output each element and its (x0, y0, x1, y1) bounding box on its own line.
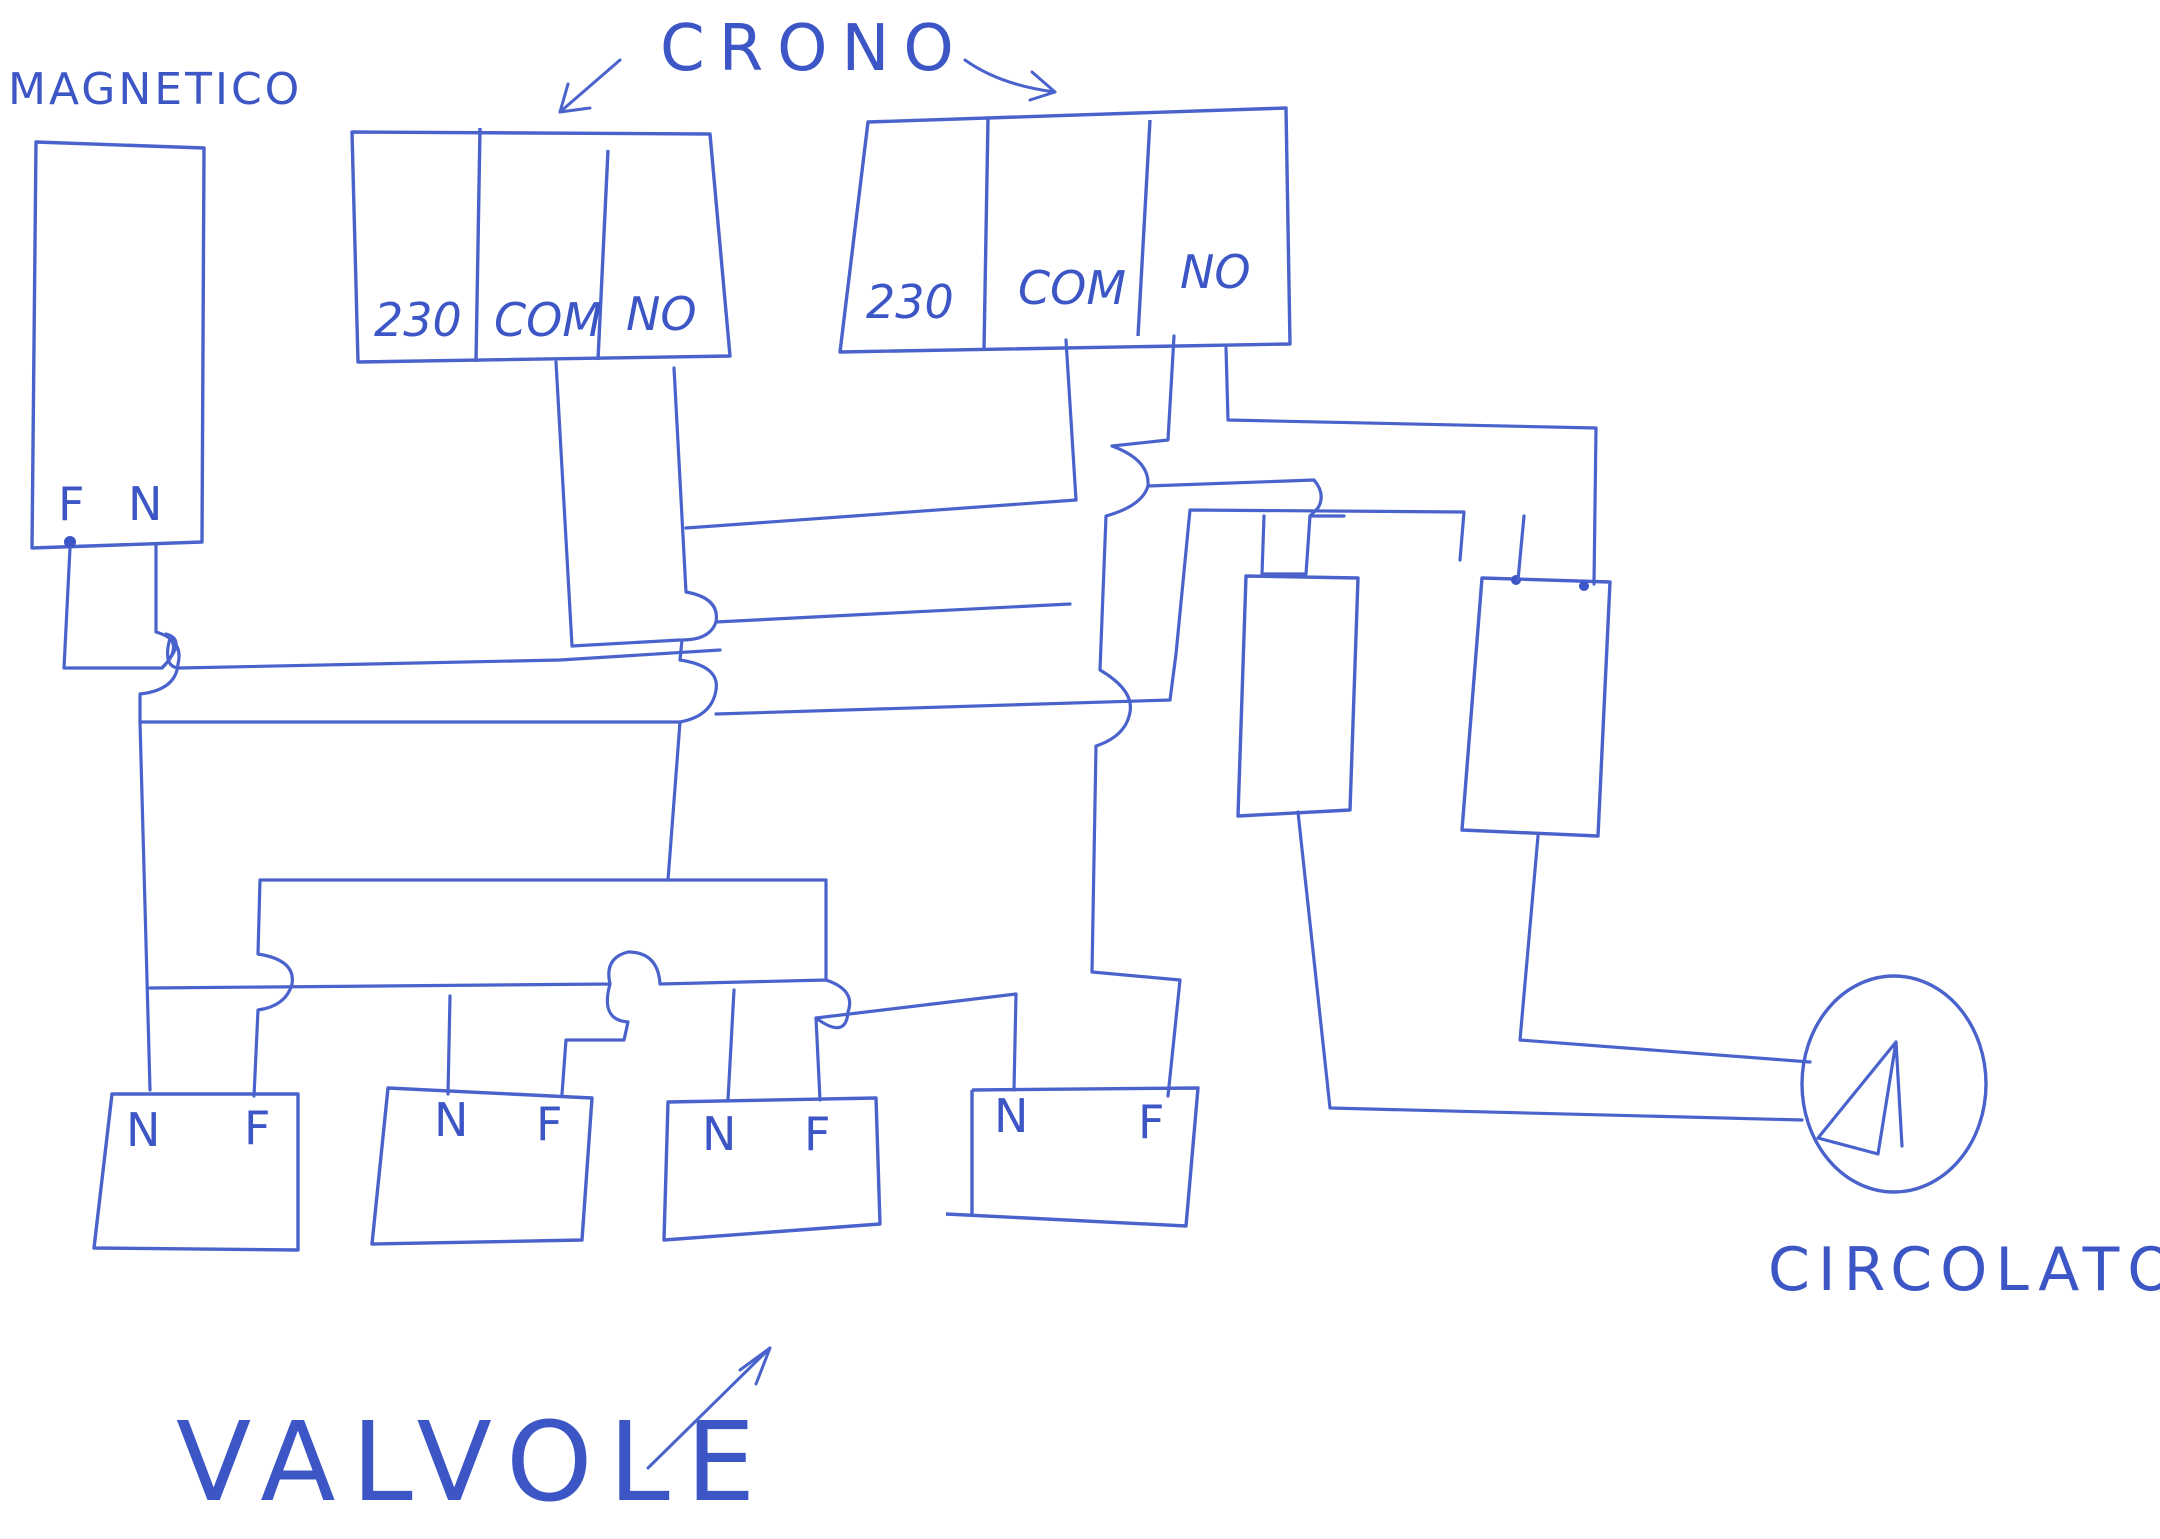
crono-label: CRONO (660, 12, 968, 86)
valvole-label: VALVOLE (176, 1398, 771, 1526)
crono-left-230: 230 (374, 293, 462, 347)
crono-left-com: COM (494, 293, 602, 347)
magnetico-phase-terminal: F (58, 477, 84, 531)
crono-left: 230 COM NO (350, 127, 732, 364)
magnetico-neutral-terminal: N (128, 477, 162, 531)
crono-left-no: NO (626, 287, 697, 341)
valve-2-f: F (536, 1097, 562, 1151)
crono-right-230: 230 (866, 275, 954, 329)
wiring (62, 334, 1812, 1122)
crono-arrow-left (558, 58, 622, 114)
circolatore-label: CIRCOLATORE (1768, 1235, 2160, 1305)
relay-right-dot-b (1579, 581, 1589, 591)
magnetico-label: MAGNETICO (8, 64, 302, 115)
valvole-arrow (646, 1346, 772, 1470)
phase-terminal-dot (64, 536, 76, 548)
valve-4-n: N (994, 1089, 1028, 1143)
crono-right: 230 COM NO (838, 106, 1292, 354)
relay-right (1460, 576, 1612, 838)
valve-1: N F (92, 1092, 300, 1252)
pump-symbol-icon (1816, 1040, 1904, 1156)
valve-2: N F (370, 1086, 594, 1246)
valve-4-f: F (1138, 1095, 1164, 1149)
valve-1-n: N (126, 1103, 160, 1157)
valve-2-n: N (434, 1093, 468, 1147)
relay-left (1236, 574, 1360, 818)
crono-right-no: NO (1180, 245, 1251, 299)
valve-1-f: F (244, 1101, 270, 1155)
valve-4: N F (945, 1086, 1200, 1228)
circolatore-pump: CIRCOLATORE (1768, 974, 2160, 1305)
valve-3-n: N (702, 1107, 736, 1161)
valve-3: N F (662, 1096, 882, 1242)
valve-3-f: F (804, 1107, 830, 1161)
magnetico-breaker: F N (30, 140, 206, 550)
crono-arrow-right (963, 58, 1057, 102)
crono-right-com: COM (1018, 261, 1126, 315)
